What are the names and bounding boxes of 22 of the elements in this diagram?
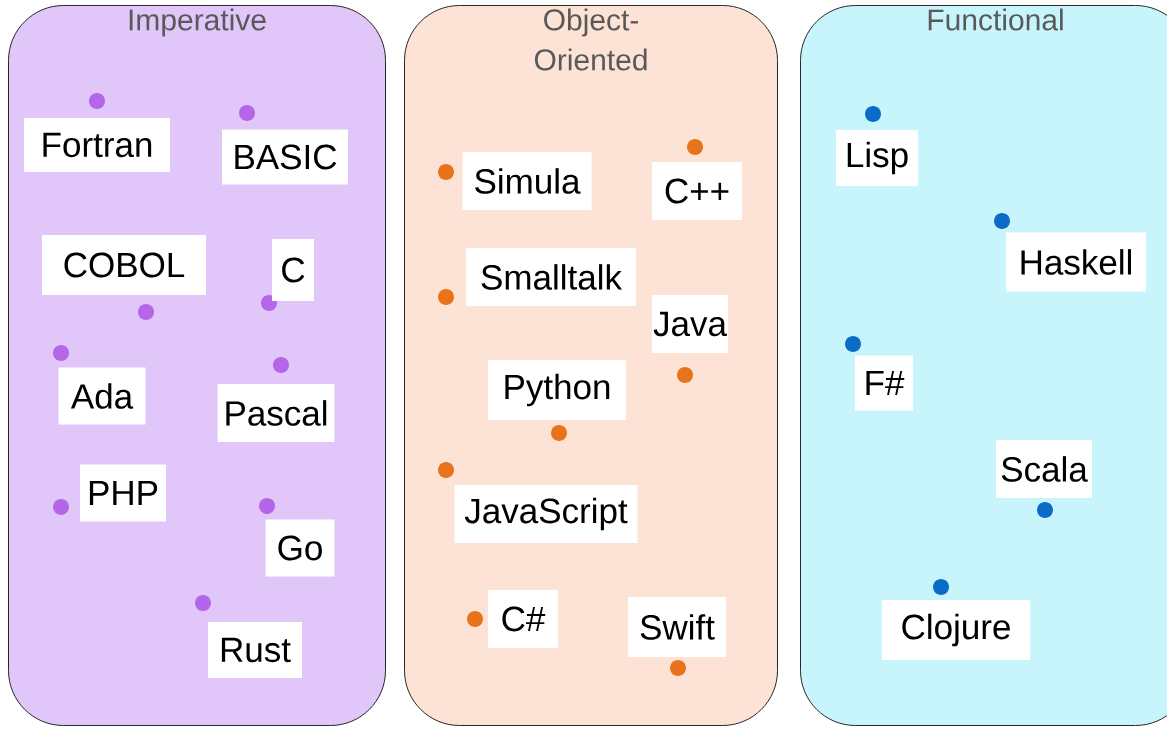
language-label: Python: [488, 360, 626, 420]
language-label: Pascal: [217, 384, 335, 442]
language-label: Rust: [208, 622, 302, 678]
language-label: F#: [855, 355, 913, 411]
language-label: Ada: [58, 367, 146, 425]
language-label: Fortran: [24, 118, 170, 172]
language-label: Java: [652, 295, 728, 353]
language-label: Clojure: [882, 600, 1030, 660]
language-label: C#: [488, 590, 558, 648]
language-label: Lisp: [836, 130, 918, 186]
language-label: COBOL: [42, 235, 206, 295]
language-label: C: [272, 239, 314, 301]
language-label: Swift: [628, 597, 726, 657]
language-label: Go: [265, 519, 335, 577]
language-label: Haskell: [1006, 232, 1146, 292]
language-label: Simula: [462, 152, 592, 210]
language-label: C++: [652, 162, 742, 220]
language-label: BASIC: [222, 129, 348, 185]
language-label: JavaScript: [454, 485, 638, 543]
language-label: Smalltalk: [466, 248, 636, 306]
language-label: PHP: [80, 464, 166, 522]
language-label: Scala: [996, 440, 1092, 498]
